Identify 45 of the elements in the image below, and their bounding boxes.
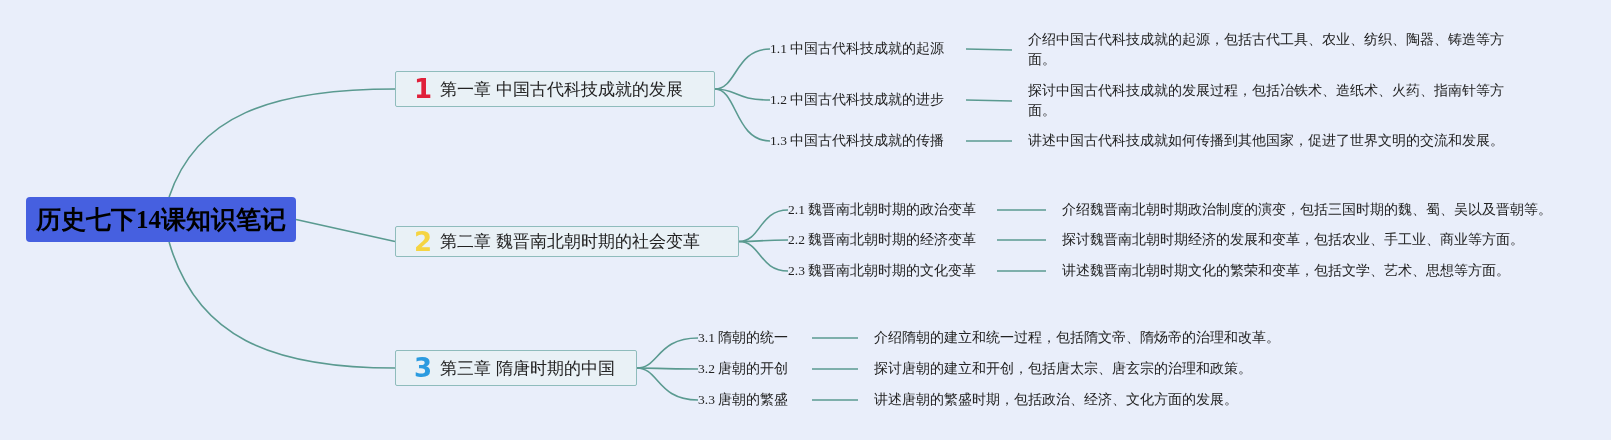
branch-line bbox=[811, 368, 859, 370]
branch-line bbox=[738, 209, 789, 243]
subtopic-label: 2.2 魏晋南北朝时期的经济变革 bbox=[788, 230, 997, 250]
subtopic-label: 3.3 唐朝的繁盛 bbox=[698, 390, 812, 410]
chapter-title: 第一章 中国古代科技成就的发展 bbox=[440, 77, 684, 101]
subtopic-label: 3.1 隋朝的统一 bbox=[698, 328, 812, 348]
branch-line bbox=[738, 240, 789, 272]
chapter-number: 2 bbox=[414, 226, 433, 257]
branch-line bbox=[965, 48, 1013, 51]
subtopic-label: 2.3 魏晋南北朝时期的文化变革 bbox=[788, 261, 997, 281]
branch-line bbox=[996, 209, 1047, 211]
branch-line bbox=[811, 399, 859, 401]
branch-line bbox=[965, 99, 1013, 102]
description-text: 探讨中国古代科技成就的发展过程，包括冶铁术、造纸术、火药、指南针等方面。 bbox=[1012, 79, 1508, 123]
chapter-box bbox=[395, 71, 715, 107]
description-text: 介绍魏晋南北朝时期政治制度的演变，包括三国时期的魏、蜀、吴以及晋朝等。 bbox=[1046, 199, 1606, 221]
description-text: 探讨唐朝的建立和开创，包括唐太宗、唐玄宗的治理和政策。 bbox=[858, 358, 1418, 380]
chapter-title: 第二章 魏晋南北朝时期的社会变革 bbox=[440, 230, 701, 253]
branch-line bbox=[996, 270, 1047, 272]
description-text: 讲述唐朝的繁盛时期，包括政治、经济、文化方面的发展。 bbox=[858, 389, 1418, 411]
branch-line bbox=[168, 241, 396, 369]
subtopic-label: 1.1 中国古代科技成就的起源 bbox=[770, 39, 966, 59]
subtopic-label: 1.3 中国古代科技成就的传播 bbox=[770, 131, 966, 151]
chapter-number: 3 bbox=[414, 353, 433, 383]
subtopic-label: 1.2 中国古代科技成就的进步 bbox=[770, 90, 966, 110]
chapter-number: 1 bbox=[414, 74, 433, 104]
description-text: 探讨魏晋南北朝时期经济的发展和变革，包括农业、手工业、商业等方面。 bbox=[1046, 229, 1606, 251]
subtopic-label: 3.2 唐朝的开创 bbox=[698, 359, 812, 379]
subtopic-label: 2.1 魏晋南北朝时期的政治变革 bbox=[788, 200, 997, 220]
branch-line bbox=[714, 88, 771, 142]
root-topic-box: 历史七下14课知识笔记 bbox=[26, 197, 296, 242]
chapter-box bbox=[395, 226, 739, 257]
branch-line bbox=[636, 367, 699, 401]
description-text: 讲述魏晋南北朝时期文化的繁荣和变革，包括文学、艺术、思想等方面。 bbox=[1046, 260, 1606, 282]
branch-line bbox=[714, 88, 771, 101]
branch-line bbox=[811, 337, 859, 339]
description-text: 介绍中国古代科技成就的起源，包括古代工具、农业、纺织、陶器、铸造等方面。 bbox=[1012, 28, 1508, 72]
branch-line bbox=[295, 218, 396, 243]
chapter-title: 第三章 隋唐时期的中国 bbox=[440, 356, 616, 380]
chapter-box bbox=[395, 350, 637, 386]
description-text: 讲述中国古代科技成就如何传播到其他国家，促进了世界文明的交流和发展。 bbox=[1012, 130, 1522, 152]
description-text: 介绍隋朝的建立和统一过程，包括隋文帝、隋炀帝的治理和改革。 bbox=[858, 327, 1418, 349]
branch-line bbox=[965, 140, 1013, 142]
branch-line bbox=[168, 88, 396, 198]
branch-line bbox=[996, 239, 1047, 241]
